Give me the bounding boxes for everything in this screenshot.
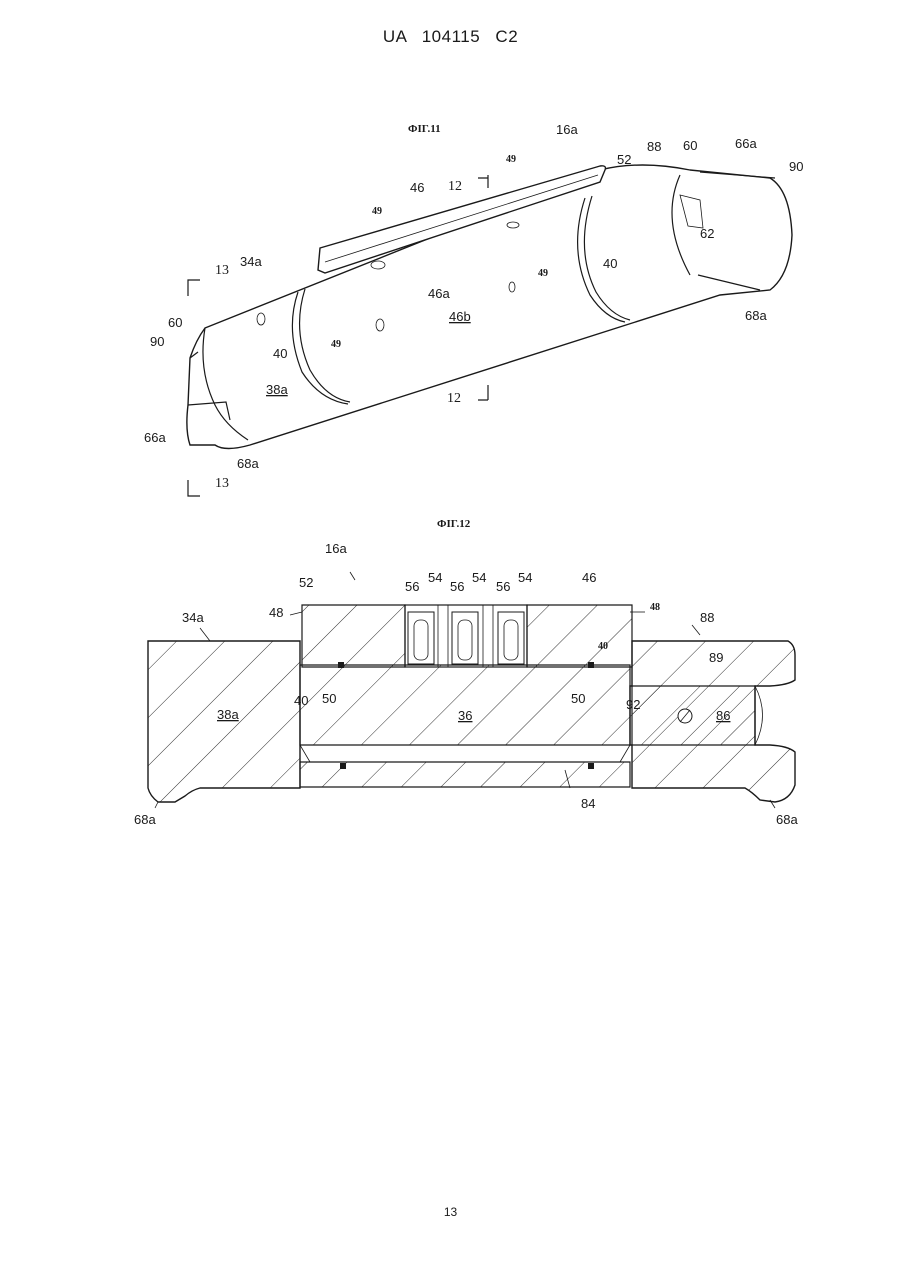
fig11-label-66a-top: 66a (735, 136, 757, 151)
fig11-label-49-a: 49 (506, 154, 516, 165)
fig11-label-38a: 38a (266, 382, 288, 397)
fig11-label-60-top: 60 (683, 138, 697, 153)
fig12-label-68a-left: 68a (134, 812, 156, 827)
fig12-label-48-right: 48 (650, 602, 660, 613)
fig12-seal-left (338, 662, 344, 668)
fig11-label-40-left: 40 (273, 346, 287, 361)
fig12-lower-sleeve (300, 762, 630, 787)
fig11-label-34a: 34a (240, 254, 262, 269)
fig11-label-49-b: 49 (372, 206, 382, 217)
fig11-label-52: 52 (617, 152, 631, 167)
fig11-label-68a-right: 68a (745, 308, 767, 323)
fig12-label-36: 36 (458, 708, 472, 723)
fig11-label-49-d: 49 (331, 339, 341, 350)
fig11-label-49-c: 49 (538, 268, 548, 279)
fig12-label-46: 46 (582, 570, 596, 585)
fig12-label-34a: 34a (182, 610, 204, 625)
fig11-label-46: 46 (410, 180, 424, 195)
fig12-label-54-2: 54 (472, 570, 486, 585)
figure-12: ФІГ.12 (134, 518, 798, 827)
fig12-title: ФІГ.12 (437, 518, 471, 530)
fig12-upper-left (302, 605, 405, 667)
fig11-label-16a: 16a (556, 122, 578, 137)
fig12-label-16a: 16a (325, 541, 347, 556)
fig12-label-92: 92 (626, 697, 640, 712)
fig12-label-89: 89 (709, 650, 723, 665)
fig11-label-12-bottom: 12 (447, 391, 461, 406)
fig12-label-56-3: 56 (496, 579, 510, 594)
fig12-label-40-left: 40 (294, 693, 308, 708)
fig11-label-66a-left: 66a (144, 430, 166, 445)
fig12-bore-86 (632, 686, 755, 745)
fig12-label-86: 86 (716, 708, 730, 723)
fig12-label-56-1: 56 (405, 579, 419, 594)
fig11-label-13-bottom: 13 (215, 476, 229, 491)
page-number: 13 (0, 1205, 901, 1219)
fig12-label-54-3: 54 (518, 570, 532, 585)
fig11-label-46b: 46b (449, 309, 471, 324)
fig12-seal-right (588, 662, 594, 668)
fig11-label-13-top: 13 (215, 263, 229, 278)
fig12-label-40-right: 40 (598, 641, 608, 652)
fig11-label-46a: 46a (428, 286, 450, 301)
fig12-label-38a: 38a (217, 707, 239, 722)
fig12-inserts-56 (408, 605, 524, 667)
fig12-upper-right (527, 605, 632, 667)
fig12-label-50-right: 50 (571, 691, 585, 706)
fig11-label-40-right: 40 (603, 256, 617, 271)
fig11-label-12-top: 12 (448, 179, 462, 194)
fig12-label-68a-right: 68a (776, 812, 798, 827)
fig12-label-48-left: 48 (269, 605, 283, 620)
fig12-label-56-2: 56 (450, 579, 464, 594)
fig11-label-60-left: 60 (168, 315, 182, 330)
fig11-title: ФІГ.11 (408, 123, 441, 135)
fig11-label-90-left: 90 (150, 334, 164, 349)
fig11-label-90-right: 90 (789, 159, 803, 174)
fig11-label-68a-left: 68a (237, 456, 259, 471)
fig11-label-62: 62 (700, 226, 714, 241)
fig11-label-88: 88 (647, 139, 661, 154)
fig12-label-50-left: 50 (322, 691, 336, 706)
figure-11: ФІГ.11 16a 88 60 66a 90 (144, 122, 803, 496)
fig12-label-84: 84 (581, 796, 595, 811)
fig12-label-88: 88 (700, 610, 714, 625)
fig12-label-54-1: 54 (428, 570, 442, 585)
fig12-label-52: 52 (299, 575, 313, 590)
